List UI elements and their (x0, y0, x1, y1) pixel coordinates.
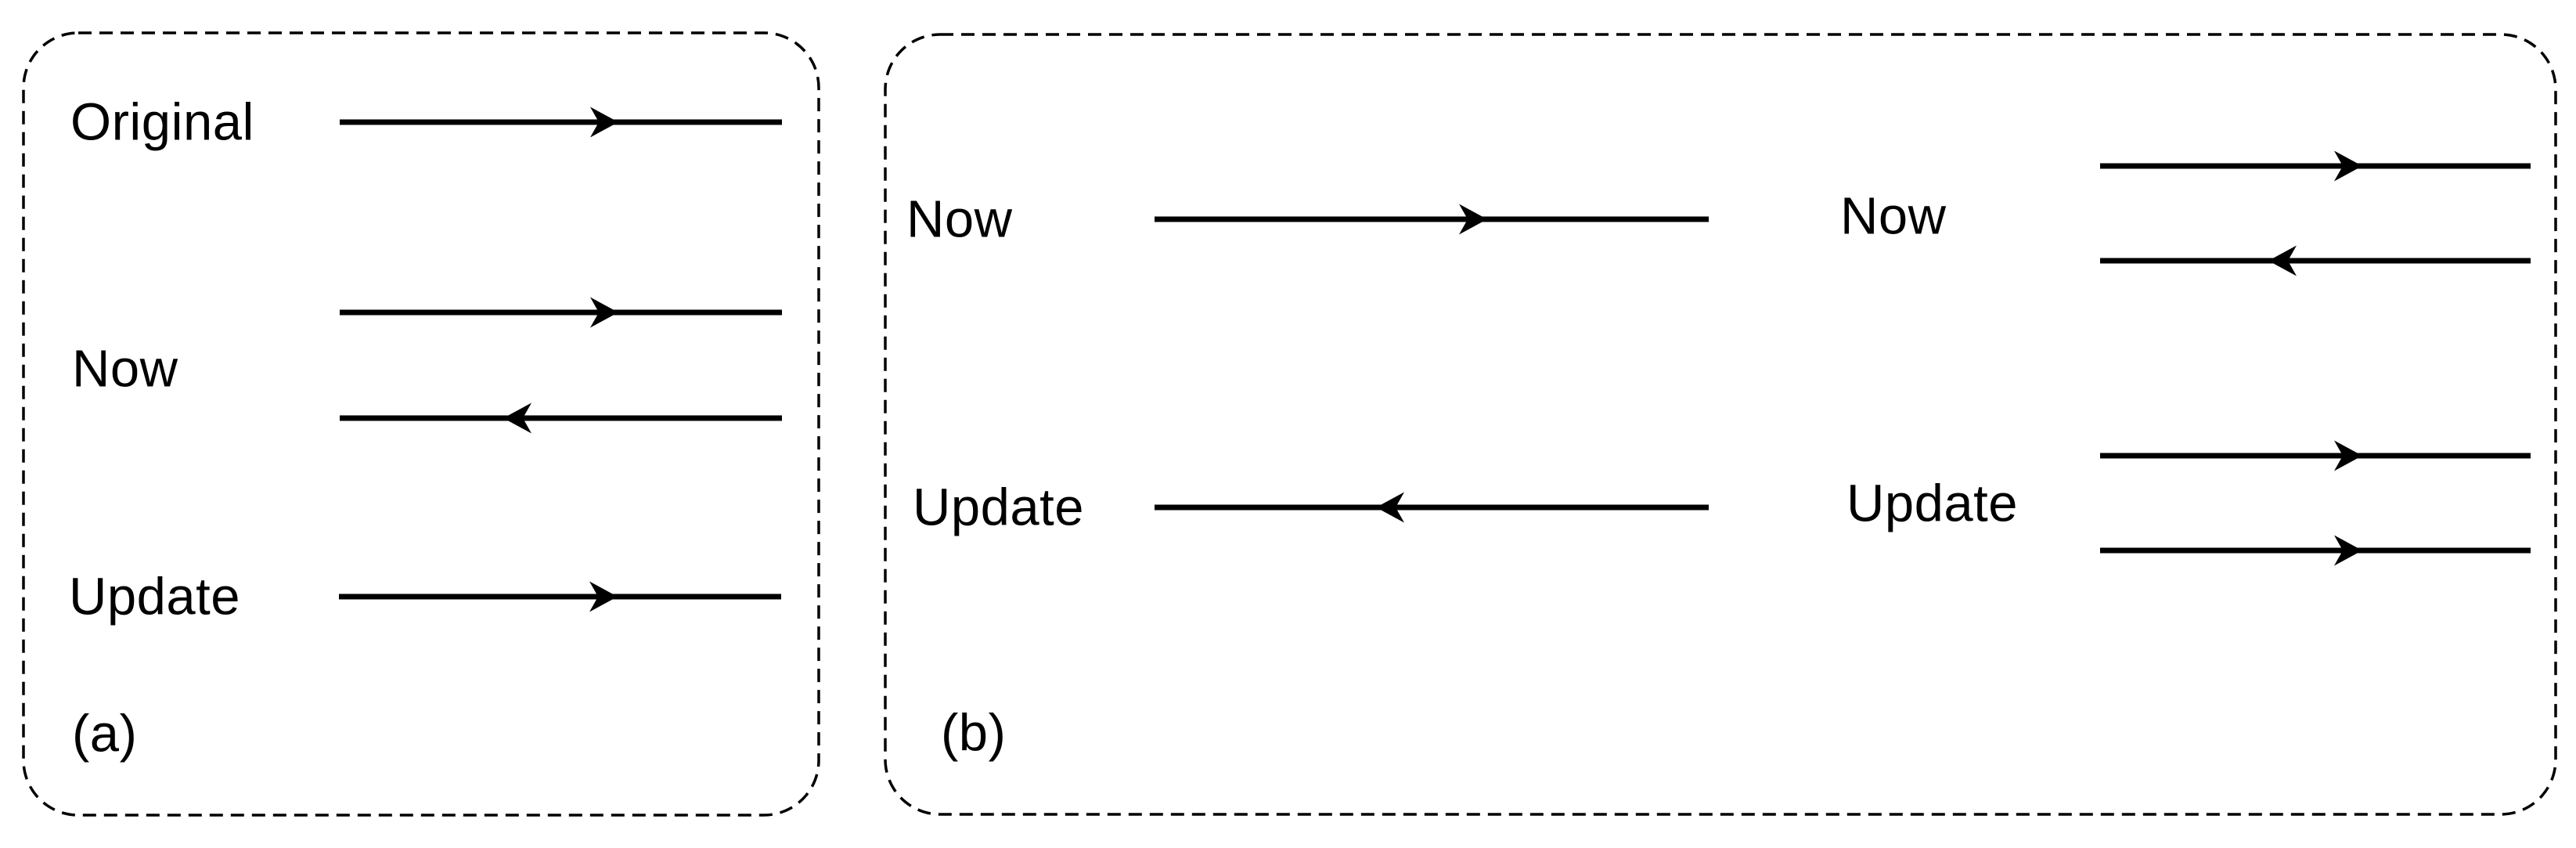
left-group-label-update: Update (913, 478, 1085, 537)
row-label-now: Now (72, 339, 178, 399)
arrow-right-group-update-2 (2100, 535, 2531, 566)
arrow-head-icon (503, 402, 531, 434)
right-group-label-update: Update (1846, 474, 2019, 533)
arrow-right-group-now-forward (2100, 150, 2531, 182)
arrow-right-group-update-1 (2100, 440, 2531, 471)
arrow-head-icon (2334, 150, 2362, 182)
arrow-right-group-now-reverse (2100, 245, 2531, 276)
row-label-original: Original (70, 92, 254, 152)
arrow-left-group-update (1155, 492, 1709, 523)
arrow-original (340, 106, 782, 138)
right-group-label-now: Now (1840, 186, 1947, 246)
row-label-update: Update (69, 567, 241, 626)
arrow-update (339, 581, 781, 612)
arrow-head-icon (1459, 204, 1487, 235)
arrow-head-icon (590, 297, 618, 328)
arrow-head-icon (2334, 535, 2362, 566)
arrow-now-forward (340, 297, 782, 328)
arrow-head-icon (2334, 440, 2362, 471)
panel-a-tag: (a) (72, 704, 138, 763)
arrow-head-icon (589, 581, 618, 612)
arrow-left-group-now (1155, 204, 1709, 235)
arrow-now-reverse (340, 402, 782, 434)
left-group-label-now: Now (906, 189, 1013, 249)
arrow-head-icon (590, 106, 618, 138)
panel-a: Original Now Update (a) (22, 31, 820, 817)
panel-b-tag: (b) (941, 703, 1007, 763)
panel-b-dashed-border (884, 33, 2557, 816)
dashed-border-rect (884, 33, 2557, 816)
panel-b: Now Update (b) Now Update (884, 33, 2557, 816)
arrow-head-icon (1376, 492, 1404, 523)
arrow-head-icon (2268, 245, 2297, 276)
dashed-border-rect (22, 31, 820, 817)
panel-a-dashed-border (22, 31, 820, 817)
